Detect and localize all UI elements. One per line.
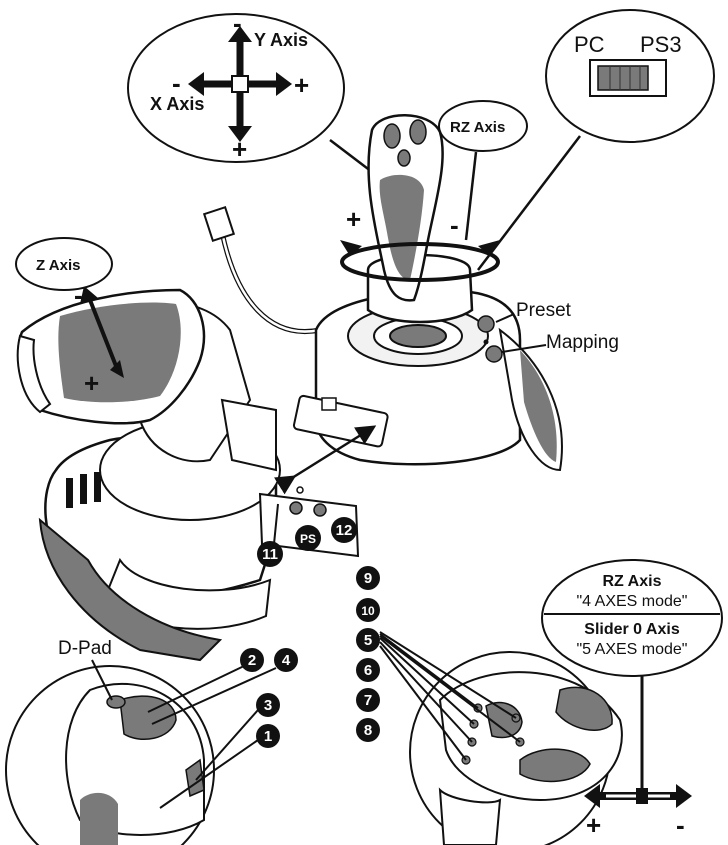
badge-button-2: 2 bbox=[240, 648, 264, 672]
badge-button-8: 8 bbox=[356, 718, 380, 742]
badge-button-9: 9 bbox=[356, 566, 380, 590]
z-minus-sign: - bbox=[74, 280, 83, 310]
svg-text:5: 5 bbox=[364, 632, 372, 649]
mapping-label: Mapping bbox=[546, 332, 619, 353]
y-minus-sign: - bbox=[233, 8, 242, 38]
x-minus-sign: - bbox=[172, 68, 181, 98]
svg-text:11: 11 bbox=[262, 546, 278, 563]
y-axis-label: Y Axis bbox=[254, 30, 308, 50]
rz-leader-line bbox=[464, 151, 478, 241]
rz-mode-desc: "4 AXES mode" bbox=[577, 593, 688, 610]
base-button-ps-top[interactable] bbox=[313, 503, 327, 517]
slider-mode-desc: "5 AXES mode" bbox=[577, 641, 688, 658]
pc-ps3-switch-callout: PC PS3 bbox=[545, 9, 715, 143]
axis-mode-callout: RZ Axis "4 AXES mode" Slider 0 Axis "5 A… bbox=[541, 559, 723, 677]
rz-mode-title: RZ Axis bbox=[603, 573, 662, 590]
svg-text:PS: PS bbox=[300, 532, 316, 546]
badge-button-3: 3 bbox=[256, 693, 280, 717]
badge-button-7: 7 bbox=[356, 688, 380, 712]
throttle bbox=[16, 286, 360, 662]
dpad-hat[interactable] bbox=[106, 695, 126, 709]
z-plus-sign: + bbox=[84, 368, 99, 398]
rotary-minus-sign: - bbox=[676, 810, 685, 840]
badge-button-10: 10 bbox=[356, 598, 380, 622]
rz-axis-label: RZ Axis bbox=[450, 119, 505, 136]
badge-button-11: 11 bbox=[257, 541, 283, 567]
rotary-plus-sign: + bbox=[586, 810, 601, 840]
badge-button-5: 5 bbox=[356, 628, 380, 652]
connector-link-arrow bbox=[273, 425, 377, 495]
mapping-button[interactable] bbox=[485, 345, 503, 363]
svg-text:9: 9 bbox=[364, 570, 372, 587]
svg-text:2: 2 bbox=[248, 652, 256, 669]
svg-text:10: 10 bbox=[361, 604, 375, 618]
xy-axis-callout: - + - + Y Axis X Axis bbox=[127, 8, 345, 164]
base-button-11-top[interactable] bbox=[289, 501, 303, 515]
z-axis-callout: Z Axis bbox=[15, 237, 113, 291]
svg-text:7: 7 bbox=[364, 692, 372, 709]
badge-button-1: 1 bbox=[256, 724, 280, 748]
badge-button-4: 4 bbox=[274, 648, 298, 672]
dpad-label: D-Pad bbox=[58, 638, 112, 659]
badge-button-6: 6 bbox=[356, 658, 380, 682]
svg-text:12: 12 bbox=[336, 522, 353, 539]
x-plus-sign: + bbox=[294, 70, 309, 100]
badge-button-12: 12 bbox=[331, 517, 357, 543]
badge-button-ps: PS bbox=[295, 525, 321, 551]
svg-text:8: 8 bbox=[364, 722, 372, 739]
led-indicator bbox=[483, 339, 489, 345]
preset-label: Preset bbox=[516, 300, 572, 321]
x-axis-label: X Axis bbox=[150, 94, 204, 114]
rz-minus-sign: - bbox=[450, 210, 459, 240]
slider-mode-title: Slider 0 Axis bbox=[584, 621, 680, 638]
usb-plug bbox=[202, 206, 236, 242]
rz-plus-sign: + bbox=[346, 204, 361, 234]
y-plus-sign: + bbox=[232, 134, 247, 164]
rotary-axis-arrow bbox=[584, 784, 692, 808]
svg-text:6: 6 bbox=[364, 662, 372, 679]
throttle-grip-detail bbox=[5, 665, 215, 845]
rz-axis-callout: RZ Axis bbox=[438, 100, 528, 152]
switch-pc-label: PC bbox=[574, 32, 605, 57]
switch-ps3-label: PS3 bbox=[640, 32, 682, 57]
preset-button[interactable] bbox=[477, 315, 495, 333]
z-axis-label: Z Axis bbox=[36, 257, 80, 274]
main-stick bbox=[202, 114, 563, 472]
svg-text:1: 1 bbox=[264, 728, 272, 745]
svg-text:4: 4 bbox=[282, 652, 291, 669]
svg-text:3: 3 bbox=[264, 697, 272, 714]
